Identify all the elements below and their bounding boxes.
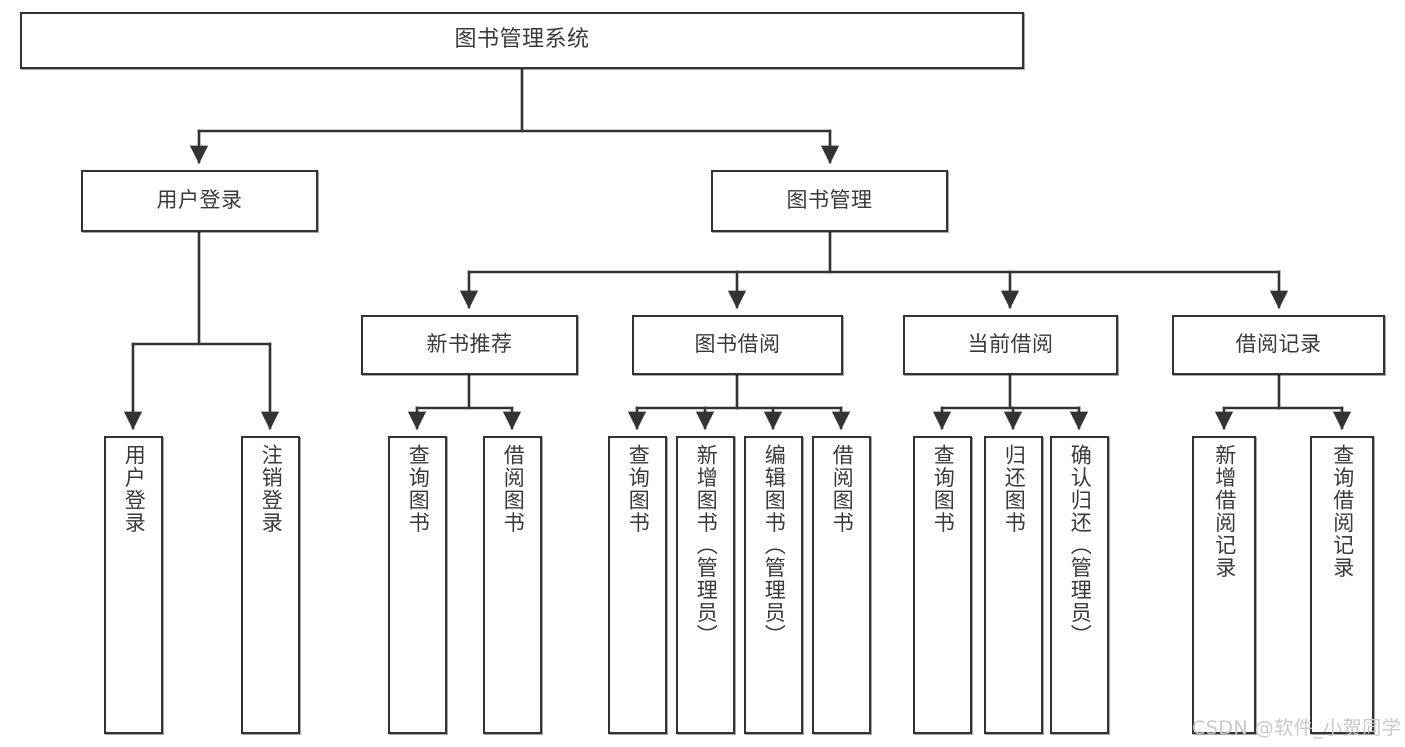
node-root[interactable]: 图书管理系统: [20, 12, 1024, 69]
leaf-node[interactable]: 用户登录: [104, 436, 163, 734]
node-book-borrow[interactable]: 图书借阅: [632, 315, 843, 375]
leaf-node-label: 用户登录: [122, 444, 147, 534]
node-new-book-recommend-label: 新书推荐: [426, 332, 513, 357]
node-user-login[interactable]: 用户登录: [81, 170, 318, 232]
node-book-management[interactable]: 图书管理: [711, 170, 948, 232]
leaf-node-label: 查询图书: [406, 444, 431, 534]
leaf-node[interactable]: 归还图书: [984, 436, 1043, 734]
node-book-management-label: 图书管理: [786, 188, 873, 213]
leaf-node[interactable]: 查询图书: [913, 436, 972, 734]
node-borrow-record[interactable]: 借阅记录: [1172, 315, 1385, 375]
leaf-node[interactable]: 查询借阅记录: [1310, 436, 1374, 734]
node-current-borrow-label: 当前借阅: [967, 332, 1054, 357]
node-book-borrow-label: 图书借阅: [694, 332, 781, 357]
leaf-node-label: 确认归还（管理员）: [1068, 444, 1093, 647]
leaf-node-label: 注销登录: [259, 444, 284, 534]
leaf-node[interactable]: 新增借阅记录: [1192, 436, 1256, 734]
leaf-node[interactable]: 借阅图书: [483, 436, 542, 734]
csdn-watermark: CSDN @软件_小贺同学: [1192, 717, 1402, 739]
leaf-node[interactable]: 查询图书: [608, 436, 667, 734]
leaf-node-label: 编辑图书（管理员）: [762, 444, 787, 647]
node-root-label: 图书管理系统: [454, 27, 590, 53]
leaf-node[interactable]: 注销登录: [241, 436, 300, 734]
leaf-node-label: 新增借阅记录: [1212, 444, 1237, 579]
leaf-node[interactable]: 查询图书: [388, 436, 447, 734]
node-new-book-recommend[interactable]: 新书推荐: [361, 315, 578, 375]
leaf-node[interactable]: 确认归还（管理员）: [1050, 436, 1109, 734]
node-borrow-record-label: 借阅记录: [1235, 332, 1322, 357]
leaf-node-label: 查询图书: [626, 444, 651, 534]
leaf-node-label: 查询图书: [931, 444, 956, 534]
node-user-login-label: 用户登录: [156, 188, 243, 213]
leaf-node-label: 新增图书（管理员）: [694, 444, 719, 647]
leaf-node-label: 借阅图书: [501, 444, 526, 534]
leaf-node-label: 借阅图书: [830, 444, 855, 534]
leaf-node-label: 查询借阅记录: [1330, 444, 1355, 579]
node-current-borrow[interactable]: 当前借阅: [903, 315, 1118, 375]
leaf-node[interactable]: 借阅图书: [812, 436, 871, 734]
leaf-node-label: 归还图书: [1002, 444, 1027, 534]
leaf-node[interactable]: 新增图书（管理员）: [676, 436, 735, 734]
leaf-node[interactable]: 编辑图书（管理员）: [744, 436, 803, 734]
